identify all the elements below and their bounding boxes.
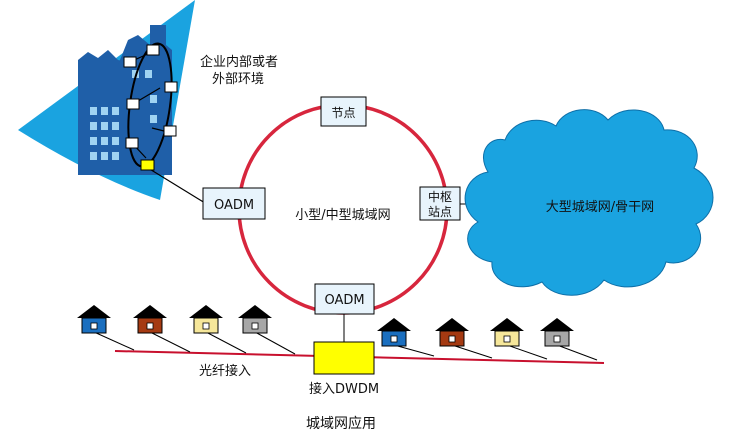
hub-label-line2: 站点 bbox=[428, 205, 452, 219]
enterprise-node bbox=[164, 81, 178, 93]
enterprise-label-line1: 企业内部或者 bbox=[200, 54, 278, 70]
caption: 城域网应用 bbox=[306, 415, 376, 432]
house-icon bbox=[77, 305, 135, 351]
house-icon bbox=[435, 318, 493, 359]
oadm-left-label: OADM bbox=[214, 198, 254, 213]
enterprise-gateway-node bbox=[140, 159, 155, 171]
fiber-label: 光纤接入 bbox=[199, 363, 251, 379]
enterprise-node bbox=[146, 44, 160, 56]
oadm-bottom-label: OADM bbox=[324, 293, 364, 308]
house-icon bbox=[540, 318, 598, 361]
dwdm-label: 接入DWDM bbox=[309, 381, 379, 397]
hub-station bbox=[419, 186, 461, 221]
houses bbox=[77, 305, 598, 361]
house-icon bbox=[377, 318, 435, 357]
house-icon bbox=[238, 305, 296, 355]
enterprise-node bbox=[123, 56, 137, 68]
enterprise-nodes bbox=[123, 44, 178, 149]
house-icon bbox=[189, 305, 247, 354]
backbone-cloud bbox=[464, 109, 714, 296]
house-icon bbox=[490, 318, 548, 360]
house-icon bbox=[133, 305, 191, 353]
oadm-left bbox=[202, 187, 266, 220]
cloud-label: 大型城域网/骨干网 bbox=[546, 200, 654, 215]
ring-label: 小型/中型城域网 bbox=[295, 208, 390, 223]
hub-label-line1: 中枢 bbox=[428, 189, 452, 204]
ring-node-top bbox=[320, 96, 367, 127]
enterprise-node bbox=[163, 125, 177, 137]
access-dwdm-box bbox=[313, 341, 375, 375]
oadm-bottom bbox=[314, 283, 375, 315]
enterprise-node bbox=[125, 137, 139, 149]
enterprise-label-line2: 外部环境 bbox=[212, 72, 264, 87]
enterprise-node bbox=[126, 98, 140, 110]
ring-node-top-label: 节点 bbox=[331, 106, 355, 120]
